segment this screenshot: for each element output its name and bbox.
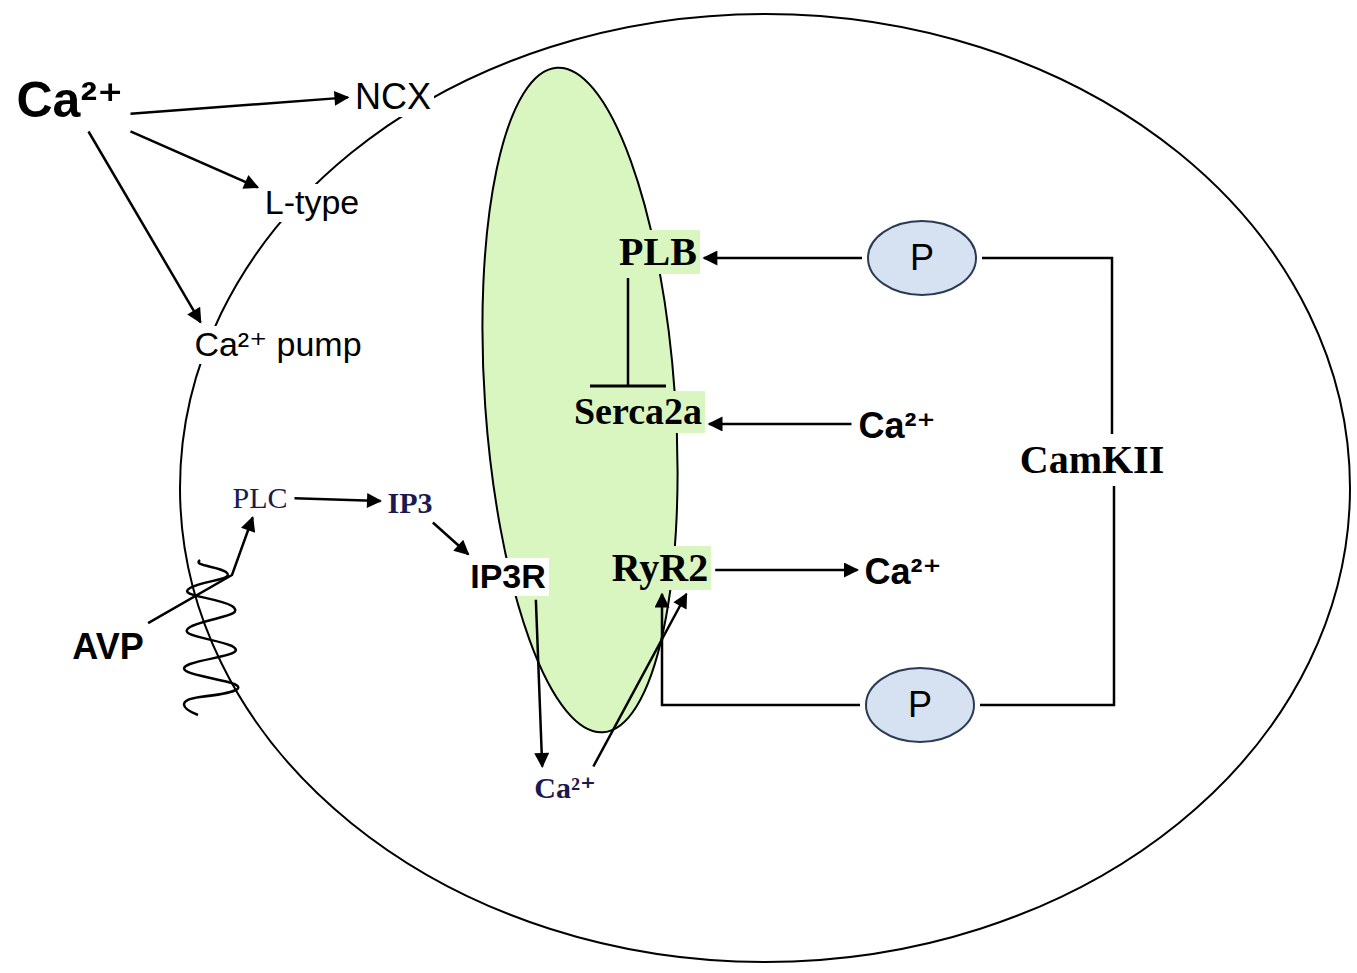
arrow-connector [982, 258, 1112, 434]
phosphate-circle: P [866, 219, 978, 297]
pump-label: Serca2a [571, 391, 705, 433]
node-text: PLB [619, 230, 697, 274]
arrow-connector [715, 569, 857, 572]
node-text: NCX [355, 77, 431, 117]
arrow-connector [536, 600, 542, 767]
node-text: Serca2a [574, 391, 702, 433]
arrow-connector [433, 523, 468, 555]
node-text: P [908, 685, 932, 725]
node-text: RyR2 [612, 546, 708, 590]
transporter-label: NCX [352, 77, 434, 117]
ion-label: Ca²⁺ [531, 771, 599, 804]
node-text: Ca²⁺ [534, 771, 596, 804]
channel-label: RyR2 [609, 546, 711, 590]
ion-label: Ca²⁺ [14, 73, 127, 128]
arrow-connector [130, 131, 257, 187]
arrow-connector [295, 498, 381, 501]
arrow-connector [980, 486, 1114, 705]
kinase-label: CamKII [1017, 438, 1167, 482]
pump-label: Ca²⁺ pump [191, 326, 364, 363]
node-text: Ca²⁺ [858, 406, 935, 446]
arrow-connector [704, 257, 862, 260]
phosphate-circle: P [864, 666, 976, 744]
receptor-symbol [184, 560, 238, 715]
node-text: L-type [265, 184, 360, 221]
inhibition-connector [627, 278, 630, 386]
receptor-label: IP3R [467, 558, 549, 595]
node-text: AVP [72, 627, 143, 667]
circle-outline-shape [868, 221, 976, 295]
ligand-label: AVP [69, 627, 146, 667]
arrow-connector [88, 132, 200, 323]
cell-membrane [180, 14, 1350, 962]
node-text: P [910, 238, 934, 278]
node-text: PLC [232, 481, 287, 514]
arrow-connector [130, 97, 348, 113]
enzyme-label: PLC [229, 481, 290, 514]
protein-label: PLB [616, 230, 700, 274]
ion-label: Ca²⁺ [861, 552, 944, 592]
node-text: IP3R [470, 558, 546, 595]
node-text: IP3 [388, 486, 433, 519]
node-text: Ca²⁺ pump [194, 326, 361, 363]
node-text: Ca²⁺ [17, 73, 124, 128]
arrow-connector [593, 594, 686, 767]
arrow-connector [148, 518, 253, 624]
arrow-connector [662, 594, 860, 705]
circle-outline-shape [866, 668, 974, 742]
messenger-label: IP3 [385, 486, 436, 519]
ion-label: Ca²⁺ [855, 406, 938, 446]
node-text: CamKII [1020, 438, 1164, 482]
channel-label: L-type [262, 184, 363, 221]
node-text: Ca²⁺ [864, 552, 941, 592]
arrow-connector [709, 423, 851, 426]
